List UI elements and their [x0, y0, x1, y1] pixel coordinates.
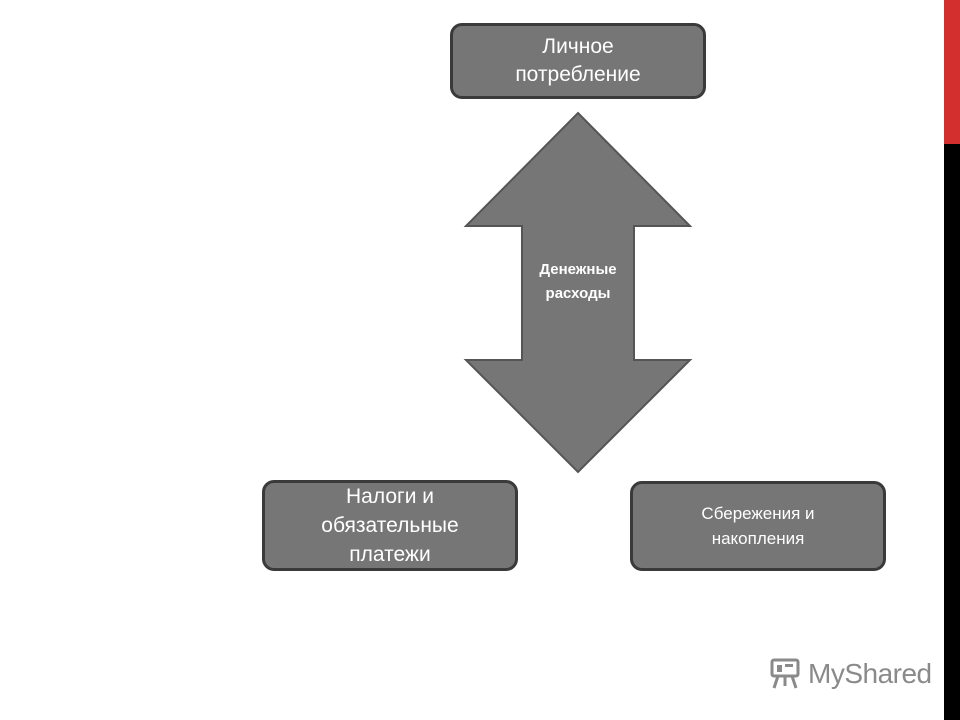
double-arrow-shape — [463, 111, 693, 474]
box-left-line3: платежи — [349, 543, 431, 566]
savings-box: Сбережения и накопления — [630, 481, 886, 571]
side-accent-black — [944, 144, 960, 720]
personal-consumption-box: Личное потребление — [450, 23, 706, 99]
arrow-label-line1: Денежные — [539, 261, 617, 278]
arrow-label: Денежные расходы — [520, 258, 636, 306]
box-top-line2: потребление — [515, 63, 641, 86]
box-right-line2: накопления — [711, 529, 805, 548]
side-accent-red — [944, 0, 960, 144]
arrow-label-line2: расходы — [545, 285, 611, 302]
box-left-line1: Налоги и — [346, 485, 434, 508]
myshared-logo: MyShared — [766, 656, 932, 692]
side-accent-bar — [944, 0, 960, 720]
myshared-logo-text: MyShared — [808, 658, 932, 689]
presentation-board-icon — [770, 658, 800, 689]
box-right-line1: Сбережения и — [701, 504, 815, 523]
box-left-line2: обязательные — [321, 514, 459, 537]
taxes-payments-box: Налоги и обязательные платежи — [262, 480, 518, 571]
box-top-line1: Личное — [542, 35, 614, 58]
